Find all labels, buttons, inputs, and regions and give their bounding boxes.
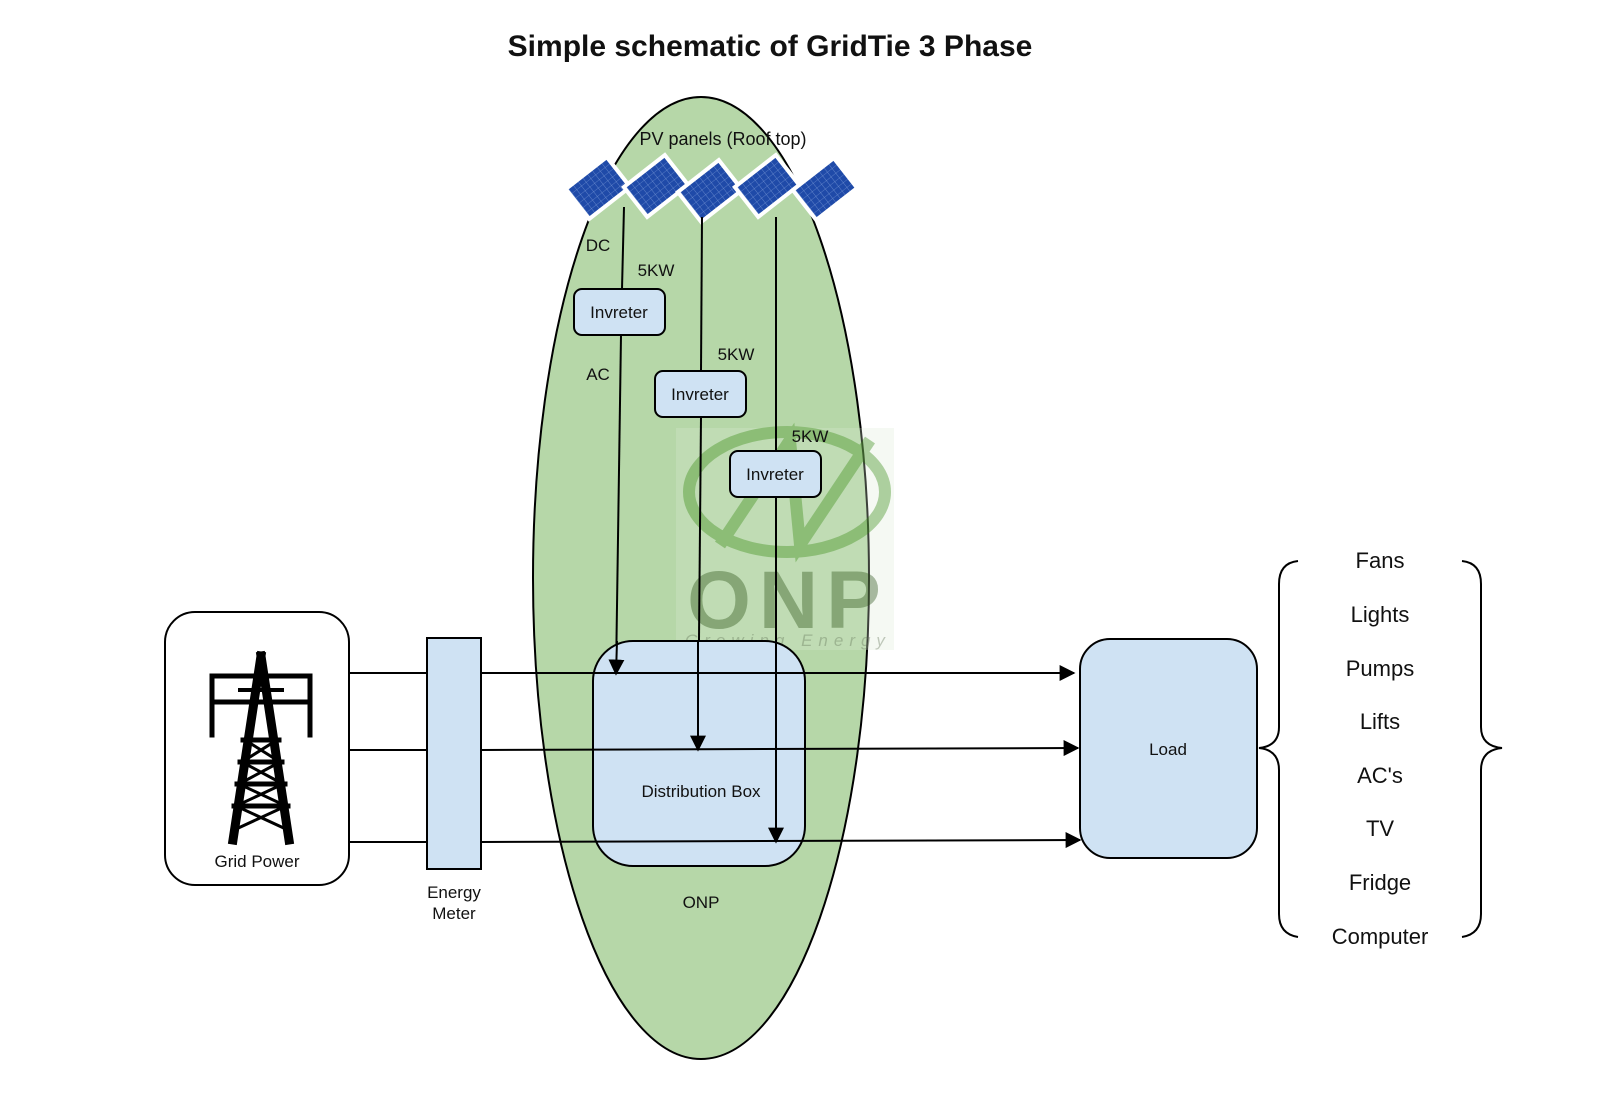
appliance-item: Lights bbox=[1351, 602, 1410, 627]
ac-line-1 bbox=[608, 334, 625, 676]
load-box[interactable]: Load bbox=[1079, 638, 1258, 859]
appliance-list: Fans Lights Pumps Lifts AC's TV Fridge C… bbox=[1332, 548, 1429, 949]
solar-panel-icon bbox=[563, 154, 633, 222]
right-brace-icon bbox=[1461, 560, 1503, 938]
inverter-1-label: Invreter bbox=[590, 303, 648, 322]
appliance-item: AC's bbox=[1357, 763, 1403, 788]
ac-line-1-overlay bbox=[608, 640, 625, 676]
distribution-box-label: Distribution Box bbox=[641, 782, 761, 801]
inverter-1-rating: 5KW bbox=[638, 261, 675, 280]
inverter-3-rating: 5KW bbox=[792, 427, 829, 446]
pv-panel-array bbox=[563, 152, 860, 225]
diagram-title: Simple schematic of GridTie 3 Phase bbox=[508, 30, 1033, 63]
dc-line-2 bbox=[700, 216, 703, 372]
left-brace-icon bbox=[1258, 560, 1299, 938]
solar-panel-icon bbox=[732, 152, 802, 220]
inverter-3[interactable]: Invreter bbox=[729, 450, 822, 498]
appliance-item: Fans bbox=[1356, 548, 1405, 573]
solar-panel-icon bbox=[790, 155, 860, 223]
appliance-item: Fridge bbox=[1349, 870, 1411, 895]
dc-label: DC bbox=[586, 236, 611, 255]
onp-label: ONP bbox=[683, 893, 720, 912]
inverter-1[interactable]: Invreter bbox=[573, 288, 666, 336]
solar-panel-icon bbox=[675, 157, 745, 225]
inverter-3-label: Invreter bbox=[746, 465, 804, 484]
ac-label: AC bbox=[586, 365, 610, 384]
appliance-item: TV bbox=[1366, 816, 1394, 841]
load-label: Load bbox=[1149, 740, 1187, 759]
inverter-2-rating: 5KW bbox=[718, 345, 755, 364]
appliance-item: Lifts bbox=[1360, 709, 1400, 734]
dc-line-1 bbox=[621, 206, 625, 290]
grid-power-box[interactable]: Grid Power bbox=[164, 611, 350, 886]
solar-panel-icon bbox=[621, 152, 691, 220]
watermark-brand: ONP bbox=[687, 555, 889, 646]
energy-meter-label-line2: Meter bbox=[432, 904, 476, 923]
appliance-item: Computer bbox=[1332, 924, 1429, 949]
appliance-item: Pumps bbox=[1346, 656, 1414, 681]
energy-meter[interactable]: Energy Meter bbox=[426, 637, 482, 923]
phase-line-3-load bbox=[480, 832, 1082, 849]
inverter-2[interactable]: Invreter bbox=[654, 370, 747, 418]
transmission-tower-icon bbox=[209, 650, 313, 846]
watermark-logo-icon bbox=[683, 426, 891, 558]
energy-meter-label-line1: Energy bbox=[427, 883, 481, 902]
grid-power-label: Grid Power bbox=[214, 852, 299, 871]
pv-panels-label: PV panels (Roof top) bbox=[639, 129, 806, 149]
phase-line-2-load bbox=[480, 740, 1080, 757]
inverter-2-label: Invreter bbox=[671, 385, 729, 404]
